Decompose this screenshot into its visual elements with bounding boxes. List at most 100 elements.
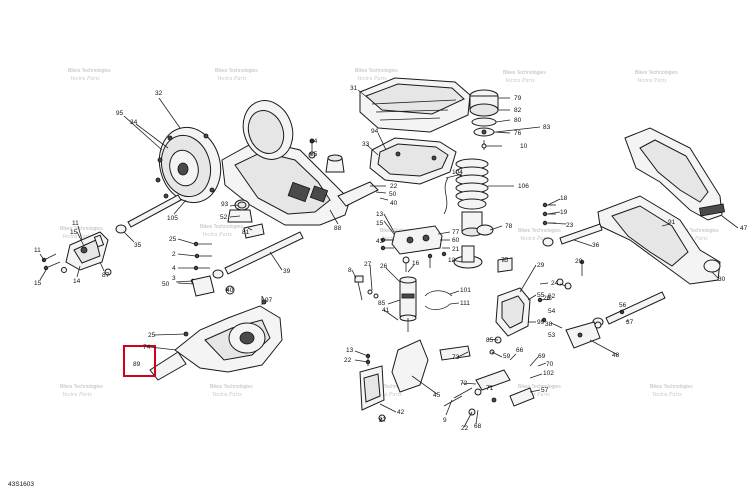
callout-13a: 13 [376,211,384,218]
shock-lower [453,224,513,273]
callout-12: 12 [448,257,456,264]
callout-23: 23 [566,222,574,229]
callout-35a: 35 [134,242,142,249]
callout-57: 57 [541,387,549,394]
right-swing-arm [597,127,725,285]
callout-85: 85 [310,151,318,158]
callout-83: 83 [543,124,551,131]
left-knuckle-87 [65,231,112,276]
spring-106 [443,158,489,237]
callout-89: 89 [133,361,141,368]
callout-105: 105 [167,215,178,222]
figure-id: 43S1603 [8,481,34,488]
callout-15c: 15 [376,220,384,227]
highlight-frame [123,345,156,377]
watermark-text: Vectra Parts [637,78,667,84]
callout-54: 54 [548,308,556,315]
callout-26: 26 [380,263,388,270]
callout-3: 3 [172,275,176,282]
bolt-8 [354,275,379,301]
callout-80: 80 [514,117,522,124]
callout-56: 56 [619,302,627,309]
callout-13b: 13 [346,347,354,354]
watermark-text: Vectra Parts [62,392,92,398]
caliper-block-43 [380,225,447,272]
mount-bolts [190,231,304,284]
top-mount-stack [469,89,499,150]
callout-22b: 22 [344,357,352,364]
callout-47: 47 [740,225,748,232]
callout-84: 84 [310,138,318,145]
callout-36: 36 [592,242,600,249]
callout-60: 60 [452,237,460,244]
watermark-text: Vectra Parts [202,232,232,238]
callout-4: 4 [172,265,176,272]
callout-53: 53 [548,332,556,339]
fittings-84-85 [308,138,345,173]
callout-45: 45 [433,392,441,399]
watermark-text: Bikes Technologies [676,228,719,234]
callout-10a: 10 [520,143,528,150]
wheel-hub-assembly [115,126,222,234]
airbox-assembly [359,77,471,185]
callout-16: 16 [412,260,420,267]
callout-69: 69 [538,353,546,360]
callout-97: 97 [265,297,273,304]
callout-11a: 11 [72,220,79,227]
callout-106: 106 [518,183,529,190]
bracket-50 [191,275,235,297]
callout-77: 77 [452,229,460,236]
watermark-text: Bikes Technologies [370,384,413,390]
watermark-text: Vectra Parts [217,76,247,82]
highlight-callout-89[interactable] [123,345,156,377]
callout-labels: 95 34 32 105 11 15 35 14 87 11 15 25 2 4… [34,85,748,432]
callout-28: 28 [543,295,551,302]
watermark-text: Bikes Technologies [635,70,678,76]
callout-70: 70 [546,361,554,368]
callout-41: 41 [382,307,390,314]
callout-22c: 22 [461,425,469,432]
watermark-text: Bikes Technologies [650,384,693,390]
watermark-text: Bikes Technologies [210,384,253,390]
callout-48: 48 [612,352,620,359]
callout-55: 55 [537,292,545,299]
watermark-text: Vectra Parts [357,76,387,82]
callout-101: 101 [460,287,471,294]
watermark-text: Vectra Parts [520,236,550,242]
callout-66: 66 [516,347,524,354]
callout-50a: 50 [162,281,170,288]
callout-15b: 15 [34,280,42,287]
callout-81: 81 [242,229,250,236]
callout-68: 68 [474,423,482,430]
watermark-text: Vectra Parts [520,392,550,398]
callout-9: 9 [443,417,447,424]
callout-24: 24 [551,280,559,287]
callout-52: 52 [220,214,228,221]
callout-2: 2 [172,251,176,258]
watermark-text: Bikes Technologies [503,70,546,76]
watermark-text: Bikes Technologies [200,224,243,230]
callout-72: 72 [460,380,468,387]
callout-102: 102 [543,370,554,377]
callout-32: 32 [155,90,163,97]
watermark-text: Vectra Parts [652,392,682,398]
callout-62: 62 [548,293,556,300]
callout-21a: 21 [452,246,460,253]
watermark-text: Bikes Technologies [60,226,103,232]
callout-59: 59 [503,353,511,360]
callout-43: 43 [376,238,384,245]
callout-99: 99 [537,319,545,326]
watermark-text: Bikes Technologies [215,68,258,74]
callout-91: 91 [668,219,676,226]
callout-39: 39 [283,268,291,275]
callout-40a: 40 [226,287,234,294]
callout-85c: 85 [486,337,494,344]
callout-27b: 27 [379,417,387,424]
callout-79: 79 [514,95,522,102]
callout-42: 42 [397,409,405,416]
block-48 [565,309,625,349]
watermark-text: Vectra Parts [505,78,535,84]
watermark-text: Bikes Technologies [518,384,561,390]
watermark-text: Bikes Technologies [518,228,561,234]
